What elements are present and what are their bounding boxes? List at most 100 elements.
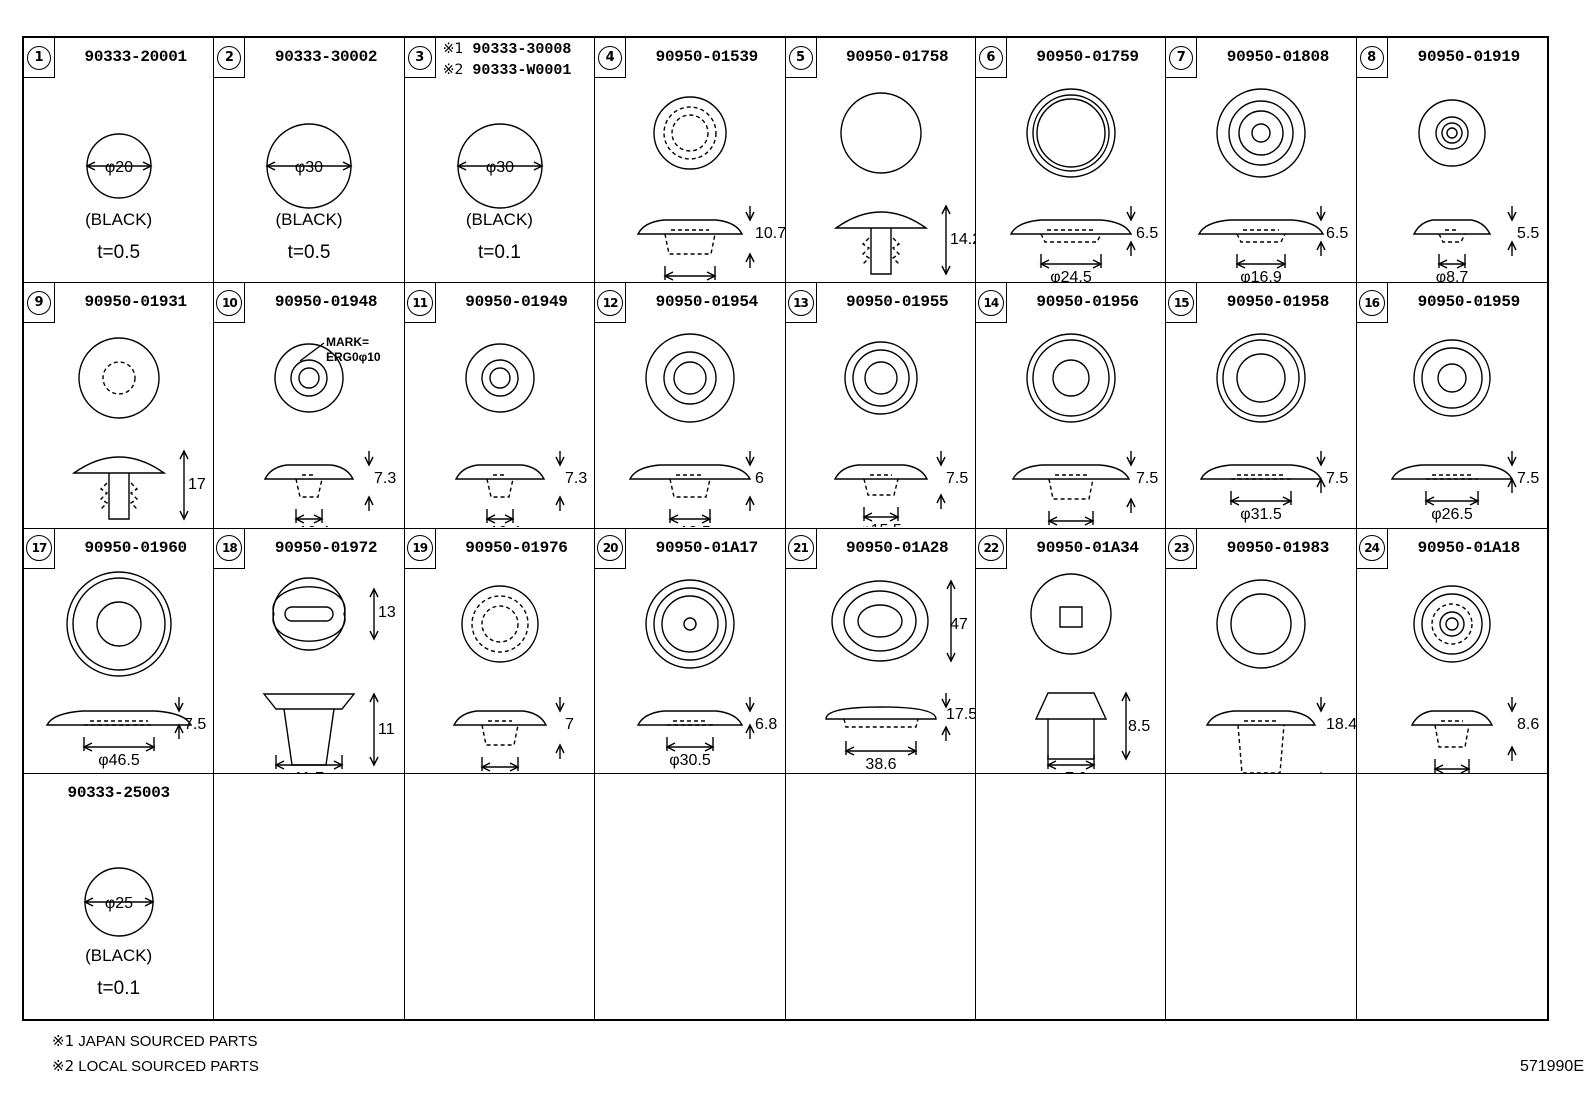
dimension-arrowhead [1316,456,1326,467]
flange-outline [628,464,752,480]
part-number: 90950-01954 [655,293,759,312]
dimension-label: 11.7 [294,770,324,773]
dimension-line [844,740,917,755]
dimension-arrowhead [745,252,755,263]
dimension-arrowhead [1506,240,1517,251]
dimension-arrowhead [663,271,674,281]
dimension-arrowhead [369,691,380,702]
flange-outline [1410,709,1493,726]
dimension-label: φ30.5 [669,752,711,769]
dimension-arrowhead [265,161,276,171]
item-number: 10 [216,289,243,316]
body-outline [1437,233,1466,243]
top-inner-ring [653,586,727,661]
flange-outline [45,709,193,726]
empty-cell [786,773,976,1019]
color-label: (BLACK) [465,210,533,229]
dimension-label: φ17 [676,281,704,282]
part-drawing: φ30.56.8 [636,578,777,769]
dimension-arrowhead [1229,496,1240,506]
thickness-label: t=0.1 [97,977,141,999]
body-outline [486,479,514,498]
top-inner-ring [1434,116,1469,150]
top-inner-ring [1222,339,1300,417]
part-drawing: φ46.57.5 [45,570,206,769]
body-outline [664,233,716,255]
dimension-label: φ15.5 [860,522,902,527]
top-outline [843,341,918,415]
part-drawing: φ15.5 7.5 [833,341,968,527]
part-drawing: 8.5φ7.9 [1030,572,1150,773]
item-number: 21 [787,535,814,561]
top-outline [1412,584,1491,663]
dimension-arrowhead [701,514,712,524]
part-number: 90950-01539 [655,48,759,66]
dimension-label: 5.5 [1517,225,1539,242]
item-number: 14 [977,289,1004,316]
dimension-label: φ16.9 [1240,269,1282,282]
dimension-arrowhead [145,741,156,752]
dimension-label: 8.5 [1128,718,1150,735]
item-number-box: 4 [595,38,627,78]
shank-outline [108,473,130,520]
dimension-arrowhead [706,271,717,281]
dimension-line [1433,758,1470,773]
empty-cell [405,773,596,1019]
item-number: 18 [216,535,243,561]
dimension-label: φ24.5 [1050,269,1092,282]
top-outline [645,578,735,669]
flange-outline [1412,219,1491,235]
part-drawing: φ31.57.5 [1200,333,1349,523]
part-number: 90950-01972 [274,538,378,557]
dimension-label: 18.4 [1326,716,1356,733]
flange-outline [454,464,545,480]
dimension-label: 7.5 [1326,470,1348,487]
top-inner-ring [1032,94,1110,172]
footnote-2: ※2 LOCAL SOURCED PARTS [52,1057,259,1075]
dimension-arrowhead [940,265,951,276]
dimension-line [295,509,324,524]
dimension-label: 7.5 [946,470,968,487]
dimension-arrowhead [274,759,285,770]
dimension-label: φ46.5 [98,752,140,769]
dimension-arrowhead [745,722,755,733]
dimension-arrowhead [314,514,324,524]
top-outline [1216,578,1306,669]
part-number: 90950-01948 [274,293,378,312]
part-number: 90950-01960 [84,538,188,557]
item-number-box: 15 [1166,283,1198,324]
color-label: (BLACK) [85,945,153,965]
dimension-label: φ4.5 [483,772,516,773]
dimension-line [486,509,514,524]
top-inner-ring [481,359,519,397]
item-number-box: 3 [404,38,436,78]
part-number: 90950-01A18 [1417,538,1521,557]
part-number: 90950-01958 [1226,293,1330,312]
top-inner-ring [1420,347,1483,409]
part-number: 90950-01959 [1417,293,1521,312]
dimension-label: 7.3 [374,470,396,487]
dimension-label: 8.6 [1517,716,1539,733]
head-profile [833,211,928,229]
dimension-arrowhead [945,652,956,663]
dimension-arrowhead [907,745,918,756]
dimension-label: φ30 [486,159,514,176]
dimension-arrowhead [1316,211,1326,222]
part-drawing: φ10.47.3 [454,343,587,527]
grommet-inner [842,589,917,652]
head-inner-ring [102,361,136,395]
dimension-line [83,736,155,751]
dimension-arrowhead [1047,516,1058,526]
dimension-label: 6.5 [1326,225,1348,242]
dimension-arrowhead [1456,259,1467,269]
part-drawing: φ26.57.5 [1390,339,1539,523]
item-number-box: 11 [404,283,436,324]
empty-cell [595,773,786,1019]
item-number: 2 [217,45,242,70]
